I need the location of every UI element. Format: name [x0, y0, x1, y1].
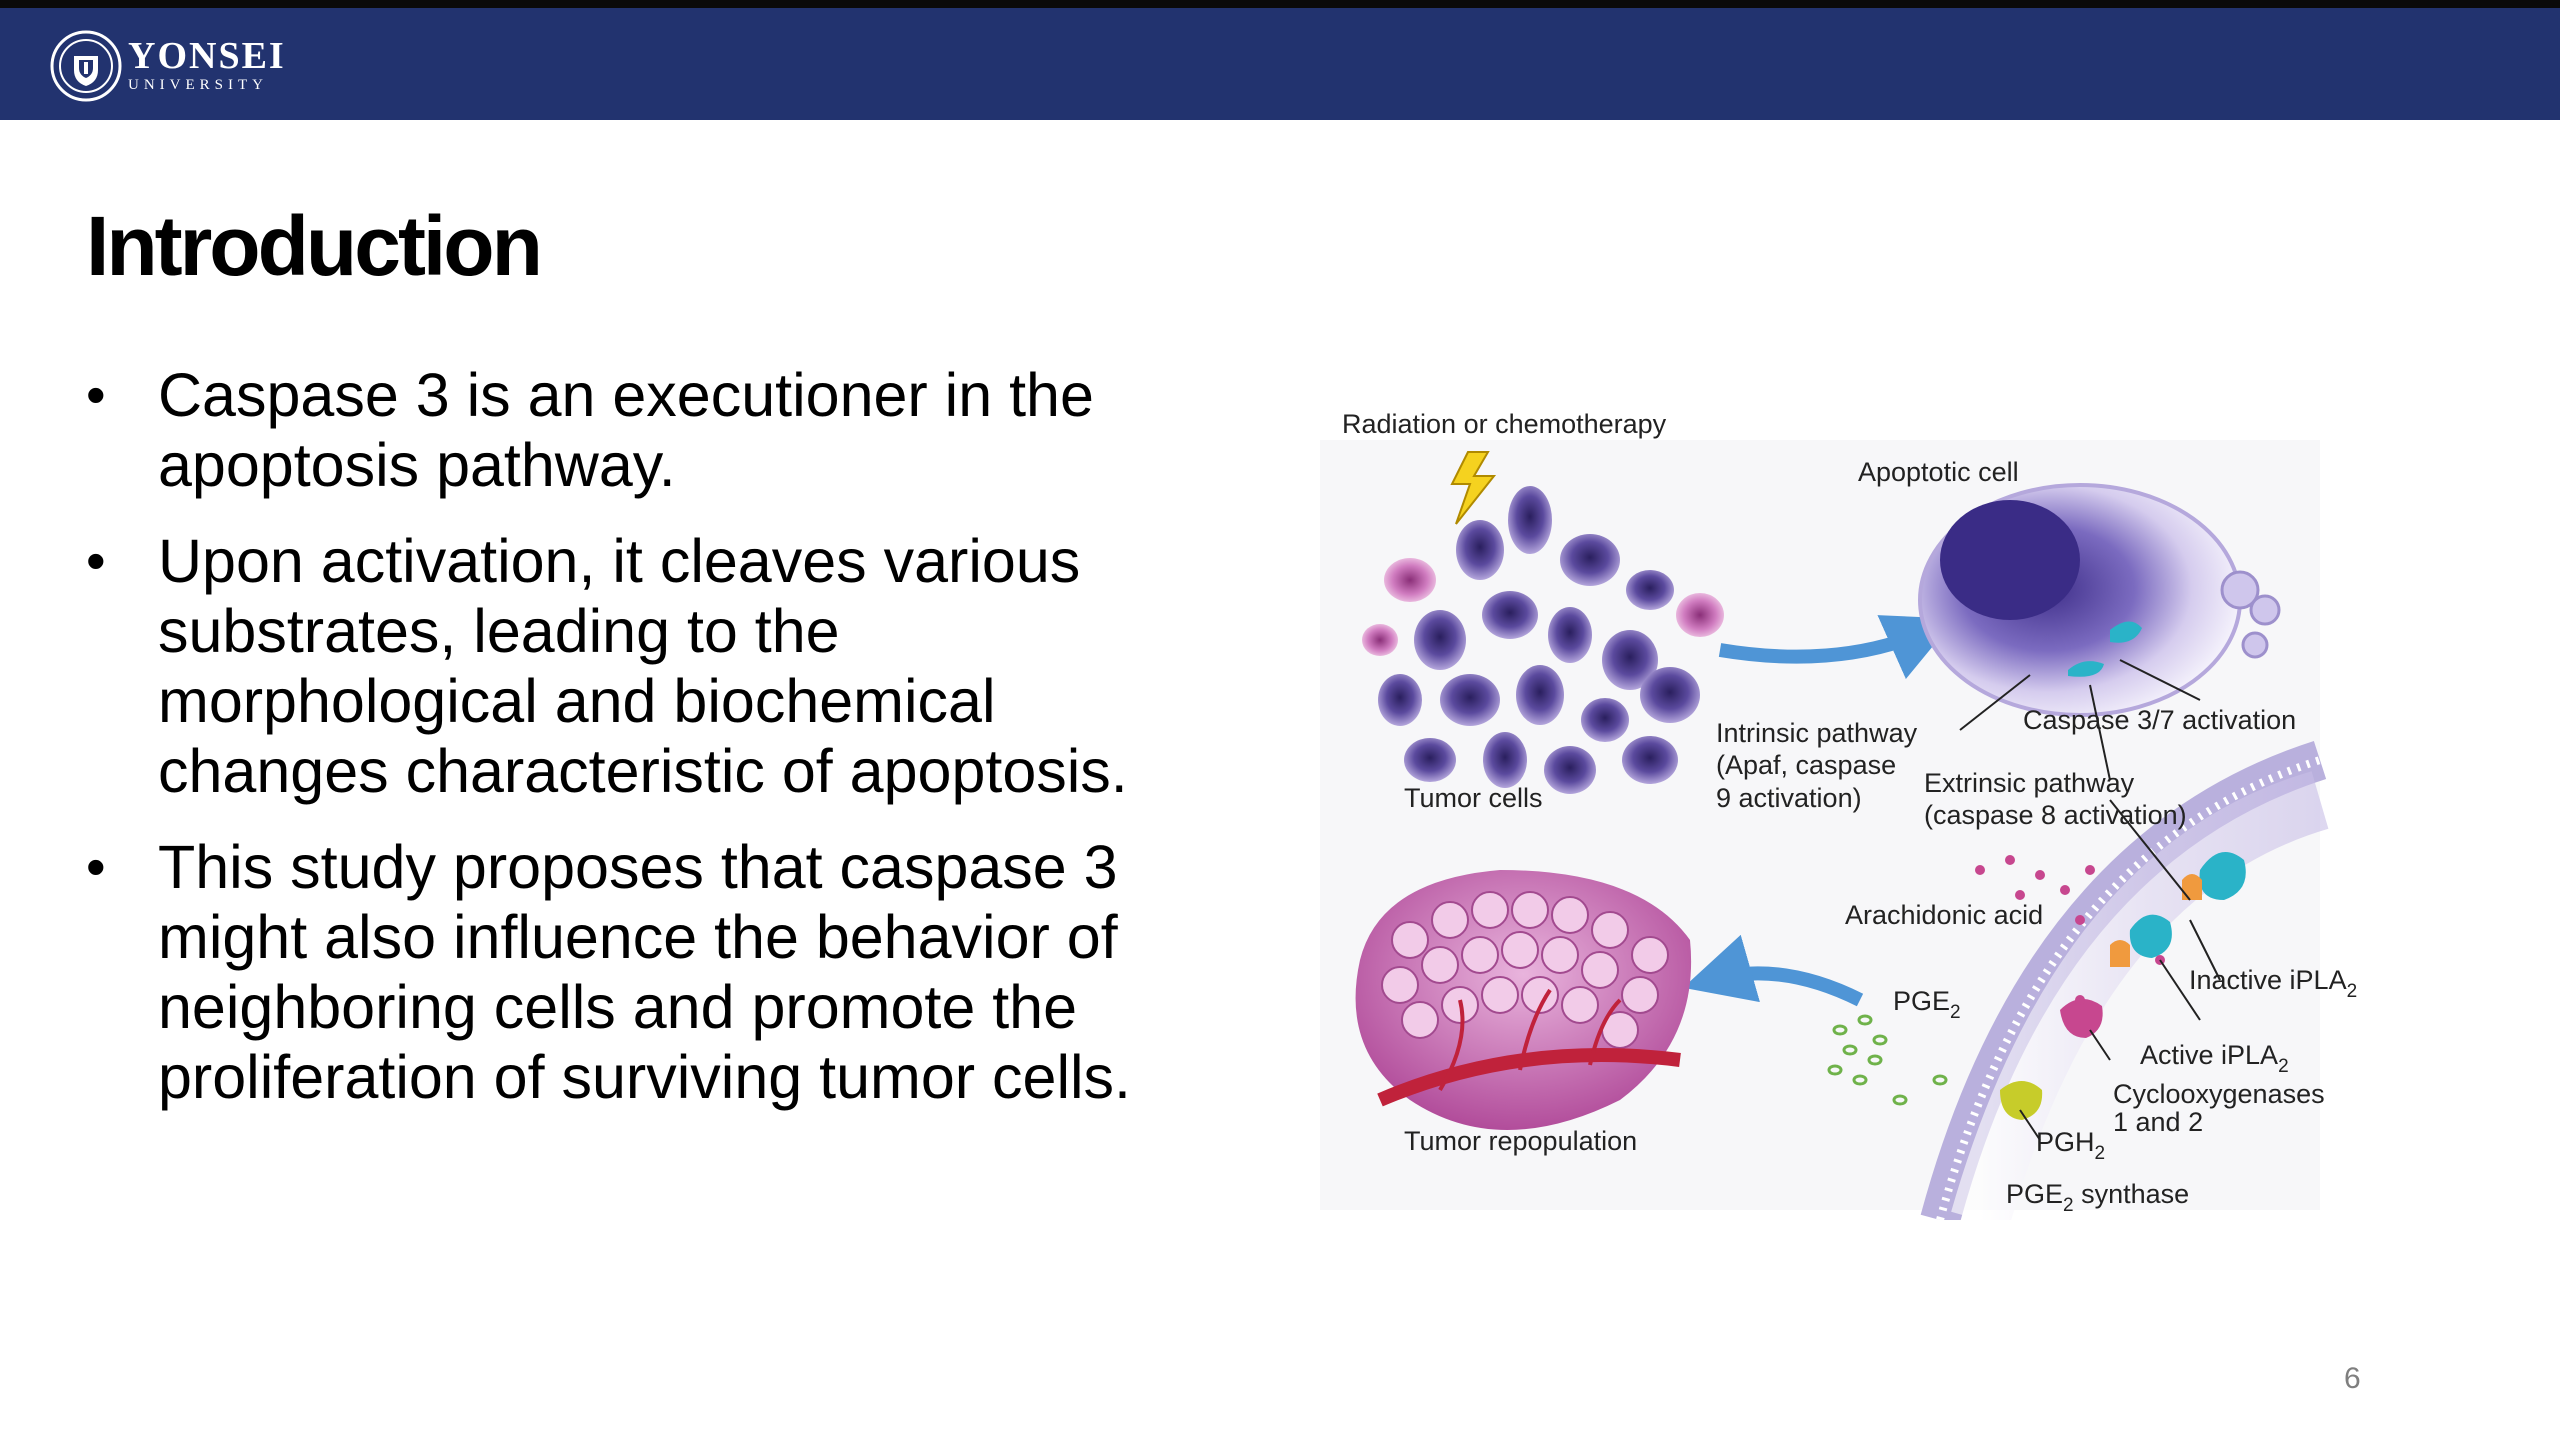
top-edge-line	[0, 0, 2560, 8]
diagram-canvas: Radiation or chemotherapy Apoptotic cell…	[1320, 409, 2357, 1220]
slide-title: Introduction	[86, 199, 543, 293]
label-intrinsic-2: (Apaf, caspase	[1716, 750, 1896, 780]
tumor-cells-cluster	[1362, 486, 1724, 794]
label-cox-2: 1 and 2	[2113, 1107, 2203, 1137]
pge2-synthase-icon	[2000, 1081, 2043, 1120]
bullet-item: • Caspase 3 is an executioner in the apop…	[86, 360, 1206, 500]
bullet-item: • Upon activation, it cleaves various sub…	[86, 526, 1206, 806]
label-tumor-cells: Tumor cells	[1404, 783, 1543, 813]
label-cox-1: Cyclooxygenases	[2113, 1079, 2325, 1109]
label-pgh2: PGH2	[2036, 1127, 2105, 1164]
header-bar: YONSEI UNIVERSITY	[0, 8, 2560, 120]
label-apoptotic-cell: Apoptotic cell	[1858, 457, 2019, 487]
lightning-icon	[1450, 451, 1497, 525]
bullet-dot: •	[86, 529, 106, 592]
label-extrinsic-1: Extrinsic pathway	[1924, 768, 2135, 798]
initiator-caspase-icon	[2068, 661, 2104, 677]
label-pge2: PGE2	[1893, 986, 1961, 1023]
label-intrinsic-3: 9 activation)	[1716, 783, 1862, 813]
logo-subtitle: UNIVERSITY	[128, 77, 268, 93]
active-ipla2-icon	[2129, 914, 2172, 958]
caspase-37-enzyme-icon	[2110, 621, 2142, 643]
arachidonic-acid-dots	[1975, 855, 2165, 1005]
bullet-text: Upon activation, it cleaves various subs…	[158, 527, 1128, 805]
tumor-repopulation-tissue	[1355, 870, 1692, 1130]
label-caspase37: Caspase 3/7 activation	[2023, 705, 2296, 735]
cyclooxygenase-icon	[2060, 998, 2103, 1038]
apoptotic-cell	[1918, 483, 2281, 717]
bullet-dot: •	[86, 363, 106, 426]
logo-name: YONSEI	[128, 35, 286, 77]
bullet-text: Caspase 3 is an executioner in the apopt…	[158, 361, 1094, 499]
university-seal-icon	[50, 30, 122, 102]
bullet-item: • This study proposes that caspase 3 migh…	[86, 832, 1206, 1112]
label-tumor-repopulation: Tumor repopulation	[1404, 1126, 1637, 1156]
page-number: 6	[2344, 1362, 2361, 1395]
label-arachidonic: Arachidonic acid	[1845, 900, 2043, 930]
arrow-to-apoptotic-cell	[1718, 615, 1956, 680]
label-inactive-ipla2: Inactive iPLA2	[2189, 965, 2357, 1002]
label-intrinsic-1: Intrinsic pathway	[1716, 718, 1918, 748]
bullet-text: This study proposes that caspase 3 might…	[158, 833, 1131, 1111]
bullet-dot: •	[86, 835, 106, 898]
arrow-to-tumor-repopulation	[1683, 934, 1864, 1007]
university-logo-text: YONSEI UNIVERSITY	[128, 36, 286, 94]
inactive-ipla2-icon	[2199, 852, 2246, 900]
bullet-list: • Caspase 3 is an executioner in the apop…	[86, 360, 1206, 1138]
pge2-molecules	[1827, 1014, 1948, 1106]
apoptosis-diagram: Radiation or chemotherapy Apoptotic cell…	[1320, 400, 2380, 1220]
label-extrinsic-2: (caspase 8 activation)	[1924, 800, 2187, 830]
label-pge2-synthase: PGE2 synthase	[2006, 1179, 2189, 1216]
label-radiation: Radiation or chemotherapy	[1342, 409, 1667, 439]
membrane-enzymes	[2000, 852, 2246, 1120]
label-active-ipla2: Active iPLA2	[2140, 1040, 2289, 1077]
